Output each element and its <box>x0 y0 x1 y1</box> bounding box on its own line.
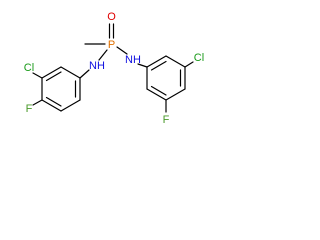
fluorine-left-label: F <box>26 103 33 115</box>
c-f-left-bond <box>32 99 43 106</box>
amine-right-label: NH <box>125 54 141 66</box>
left-aryl-ring <box>41 66 81 112</box>
right-aryl-ring <box>146 55 186 101</box>
p-n-left-bond <box>98 49 108 61</box>
chlorine-right-label: Cl <box>194 52 204 64</box>
p-n-right-bond <box>116 46 128 55</box>
c-cl-right-bond <box>184 61 194 68</box>
amine-left-label: NH <box>89 60 105 72</box>
n-ring-left-bond <box>79 69 90 79</box>
structure-canvas: O P NH NH Cl F Cl F <box>0 0 227 142</box>
n-ring-right-bond <box>137 63 148 68</box>
fluorine-right-label: F <box>163 114 170 126</box>
phosphorus-label: P <box>108 39 115 51</box>
c-cl-left-bond <box>32 72 43 79</box>
chlorine-left-label: Cl <box>24 62 34 74</box>
oxygen-label: O <box>107 11 116 23</box>
molecule-drawing: O P NH NH Cl F Cl F <box>24 11 204 126</box>
